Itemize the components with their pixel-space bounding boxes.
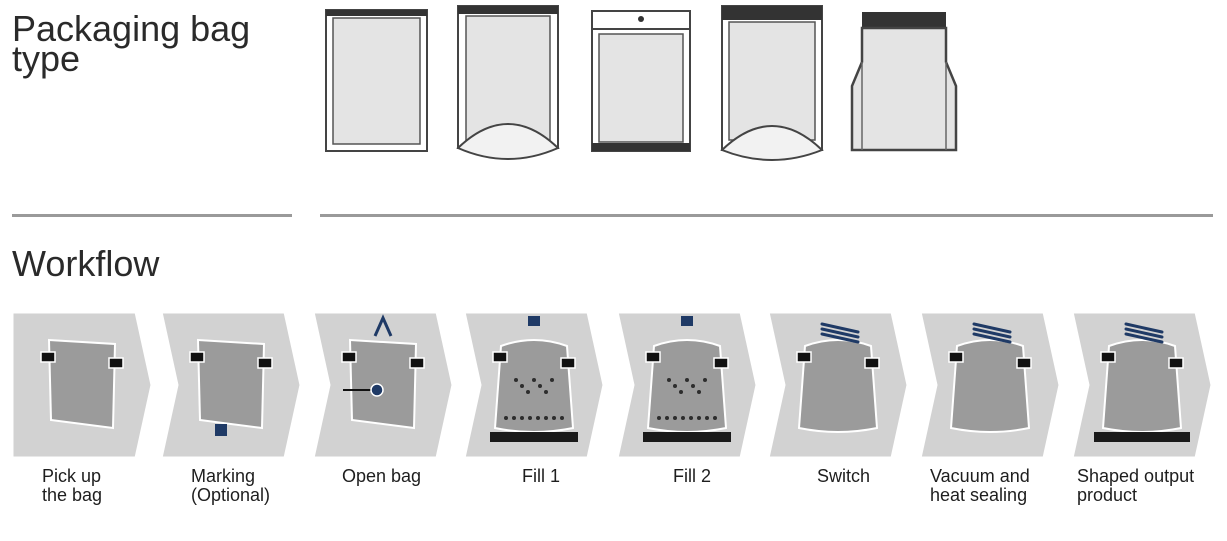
zipper-stand-up-pouch-icon [720, 5, 824, 161]
flat-pouch-icon [325, 9, 428, 152]
step-label-line-1: Open bag [342, 466, 422, 486]
marking-icon [159, 310, 303, 460]
step-label: Fill 2 [673, 467, 823, 486]
step-label: Marking(Optional) [191, 467, 341, 505]
step-label-line-2: the bag [42, 485, 103, 505]
divider-right [320, 214, 1213, 217]
step-label-line-2: product [1077, 485, 1138, 505]
step-label: Fill 1 [522, 467, 672, 486]
step-label-line-1: Vacuum and [930, 466, 1030, 486]
packaging-bag-type-title: Packaging bag type [12, 8, 251, 79]
step-label-line-1: Switch [817, 466, 871, 486]
step-label: Switch [817, 467, 967, 486]
divider-left [12, 214, 292, 217]
bag-type-icons [325, 5, 958, 161]
pick-up-bag-icon [10, 310, 154, 460]
step-label: Open bag [342, 467, 492, 486]
step-label-line-2: (Optional) [191, 485, 271, 505]
switch-icon [766, 310, 910, 460]
side-gusset-pouch-icon [850, 12, 958, 152]
step-label-line-1: Shaped output [1077, 466, 1195, 486]
open-bag-icon [311, 310, 455, 460]
step-label-line-1: Marking [191, 466, 256, 486]
step-label-line-1: Fill 2 [673, 466, 712, 486]
workflow-steps [10, 310, 1214, 460]
hang-hole-pouch-icon [591, 10, 691, 152]
fill-1-icon [462, 310, 606, 460]
shaped-output-icon [1070, 310, 1214, 460]
vacuum-sealing-icon [918, 310, 1062, 460]
step-label-line-1: Fill 1 [522, 466, 561, 486]
fill-2-icon [615, 310, 759, 460]
step-label-line-1: Pick up [42, 466, 102, 486]
workflow-title: Workflow [12, 243, 160, 284]
stand-up-pouch-icon [456, 5, 560, 160]
step-label-line-2: heat sealing [930, 485, 1028, 505]
